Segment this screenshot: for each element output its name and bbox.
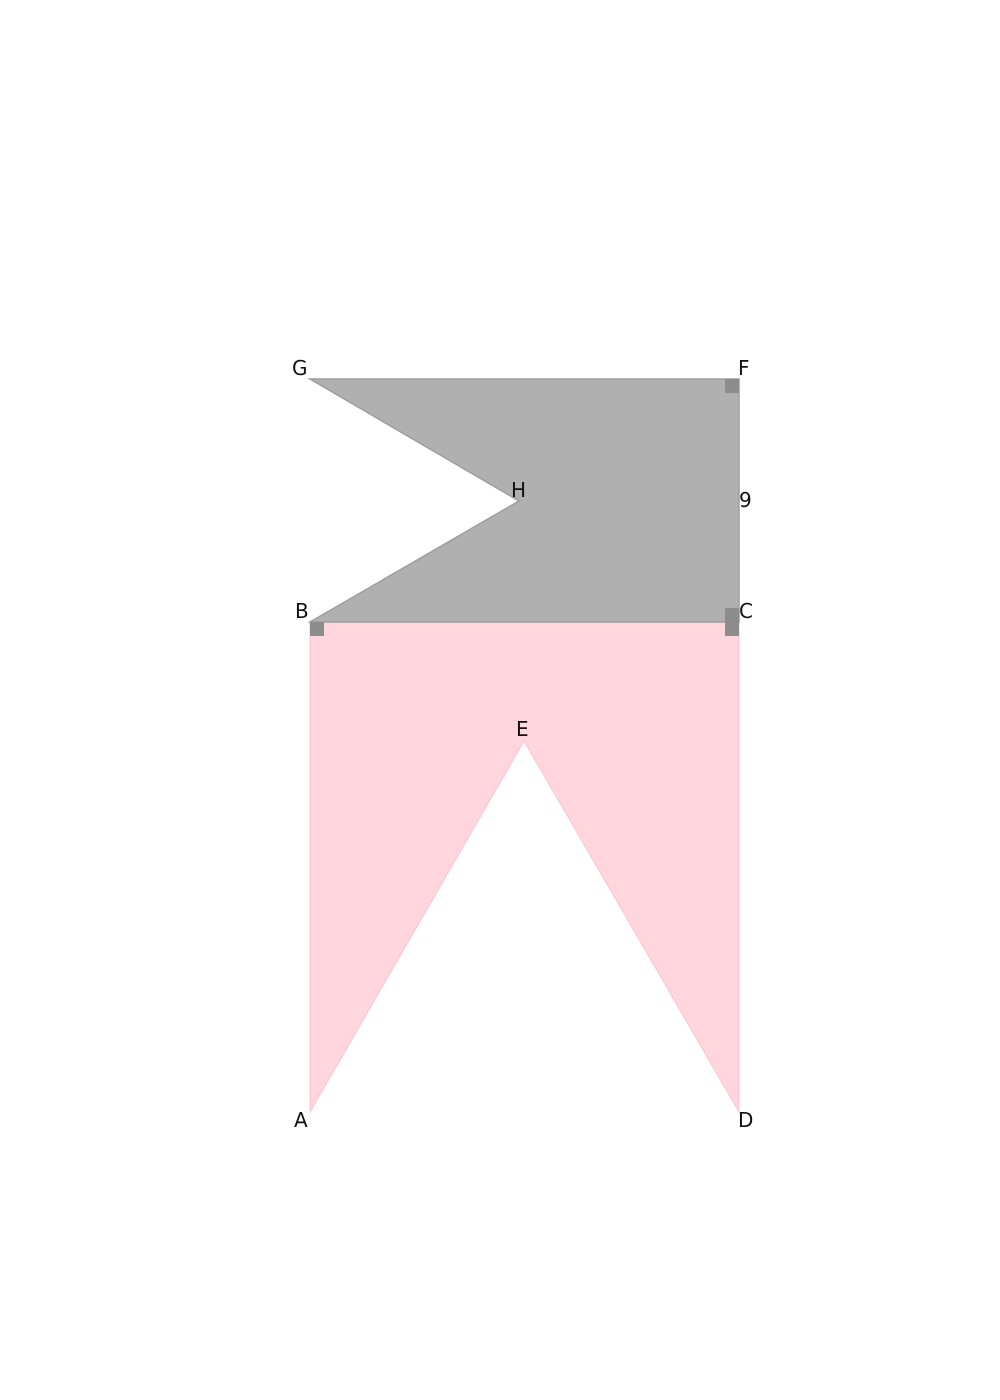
right-angle-marker-b <box>310 622 324 636</box>
point-label-e: E <box>516 717 529 741</box>
point-label-h: H <box>511 478 526 502</box>
pink-shape-abcde <box>309 621 740 1114</box>
point-label-a: A <box>294 1108 308 1132</box>
point-label-d: D <box>738 1108 753 1132</box>
right-angle-marker-c-lower <box>725 622 739 636</box>
point-label-c: C <box>739 599 753 623</box>
point-label-f: F <box>738 356 750 380</box>
right-angle-marker-c-upper <box>725 608 739 622</box>
point-label-g: G <box>292 356 308 380</box>
right-angle-marker-f <box>725 379 739 393</box>
point-label-b: B <box>295 599 309 623</box>
side-length-label-cf: 9 <box>739 488 752 512</box>
gray-shape-bcfgh <box>307 378 740 623</box>
